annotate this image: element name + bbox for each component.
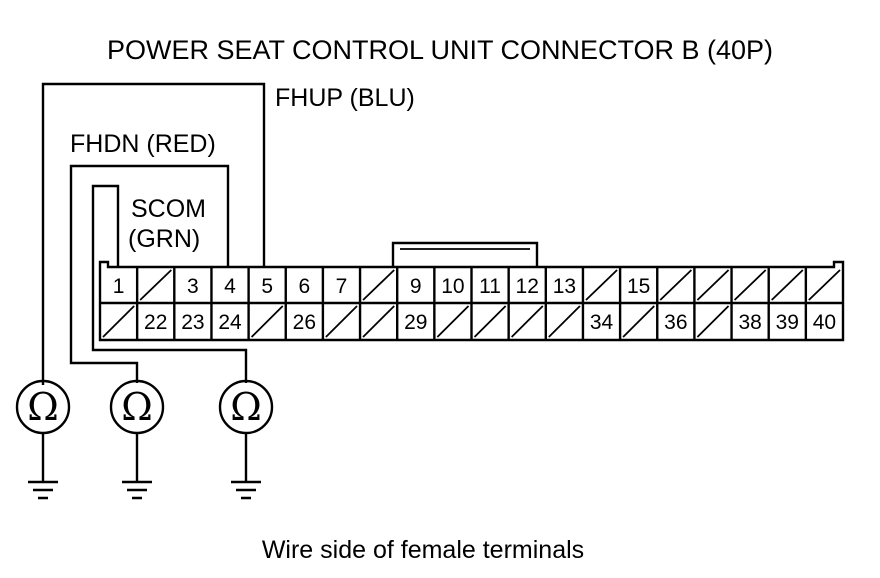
unused-terminal-slash bbox=[696, 269, 730, 301]
terminal-3: 3 bbox=[187, 275, 199, 298]
diagram-title: POWER SEAT CONTROL UNIT CONNECTOR B (40P… bbox=[107, 35, 773, 65]
terminal-12: 12 bbox=[516, 275, 539, 298]
ohm-symbol: Ω bbox=[27, 385, 59, 429]
terminal-13: 13 bbox=[553, 275, 576, 298]
terminal-24: 24 bbox=[218, 311, 242, 334]
scom-wire bbox=[91, 184, 248, 383]
terminal-22: 22 bbox=[144, 311, 167, 334]
terminal-29: 29 bbox=[404, 311, 427, 334]
unused-terminal-slash bbox=[733, 269, 767, 301]
unused-terminal-slash bbox=[102, 305, 135, 338]
fhdn-wire bbox=[69, 164, 230, 383]
connector-lock-tab bbox=[391, 241, 539, 267]
fhup-wire bbox=[41, 82, 266, 385]
terminal-6: 6 bbox=[298, 275, 310, 298]
scom-color-label: (GRN) bbox=[128, 225, 200, 253]
terminal-39: 39 bbox=[776, 311, 799, 334]
terminal-11: 11 bbox=[479, 275, 501, 298]
unused-terminal-slash bbox=[548, 305, 581, 338]
unused-terminal-slash bbox=[436, 305, 470, 338]
unused-terminal-slash bbox=[362, 305, 395, 338]
ground-icon bbox=[231, 433, 261, 500]
unused-terminal-slash bbox=[808, 269, 841, 301]
unused-terminal-slash bbox=[659, 269, 693, 301]
unused-terminal-slash bbox=[325, 305, 358, 338]
terminal-15: 15 bbox=[627, 275, 650, 298]
terminal-23: 23 bbox=[181, 311, 204, 334]
terminal-1: 1 bbox=[113, 275, 125, 298]
unused-terminal-slash bbox=[511, 305, 544, 338]
unused-terminal-slash bbox=[250, 305, 284, 338]
terminal-40: 40 bbox=[813, 311, 836, 334]
unused-terminal-slash bbox=[771, 269, 804, 301]
unused-terminal-slash bbox=[139, 269, 172, 301]
ground-icon bbox=[122, 433, 152, 500]
ohmmeter-2: Ω bbox=[109, 379, 165, 435]
ohm-symbol: Ω bbox=[121, 385, 153, 429]
fhdn-label: FHDN (RED) bbox=[70, 130, 216, 158]
ground-icon bbox=[28, 433, 58, 500]
terminal-36: 36 bbox=[664, 311, 687, 334]
terminal-4: 4 bbox=[224, 275, 236, 298]
terminal-26: 26 bbox=[293, 311, 316, 334]
terminal-10: 10 bbox=[441, 275, 464, 298]
connector-housing bbox=[98, 260, 845, 342]
terminal-38: 38 bbox=[738, 311, 761, 334]
unused-terminal-slash bbox=[622, 305, 655, 338]
terminal-7: 7 bbox=[336, 275, 348, 298]
ohmmeter-3: Ω bbox=[218, 379, 274, 435]
scom-label: SCOM bbox=[131, 195, 206, 223]
ohm-symbol: Ω bbox=[230, 385, 262, 429]
ohmmeter-1: Ω bbox=[15, 379, 71, 435]
unused-terminal-slash bbox=[585, 269, 618, 301]
fhup-label: FHUP (BLU) bbox=[275, 84, 415, 112]
unused-terminal-slash bbox=[696, 305, 730, 338]
unused-terminal-slash bbox=[473, 305, 507, 338]
unused-terminal-slash bbox=[362, 269, 395, 301]
terminal-5: 5 bbox=[261, 275, 273, 298]
terminal-34: 34 bbox=[590, 311, 614, 334]
terminal-9: 9 bbox=[410, 275, 422, 298]
diagram-caption: Wire side of female terminals bbox=[262, 536, 584, 564]
